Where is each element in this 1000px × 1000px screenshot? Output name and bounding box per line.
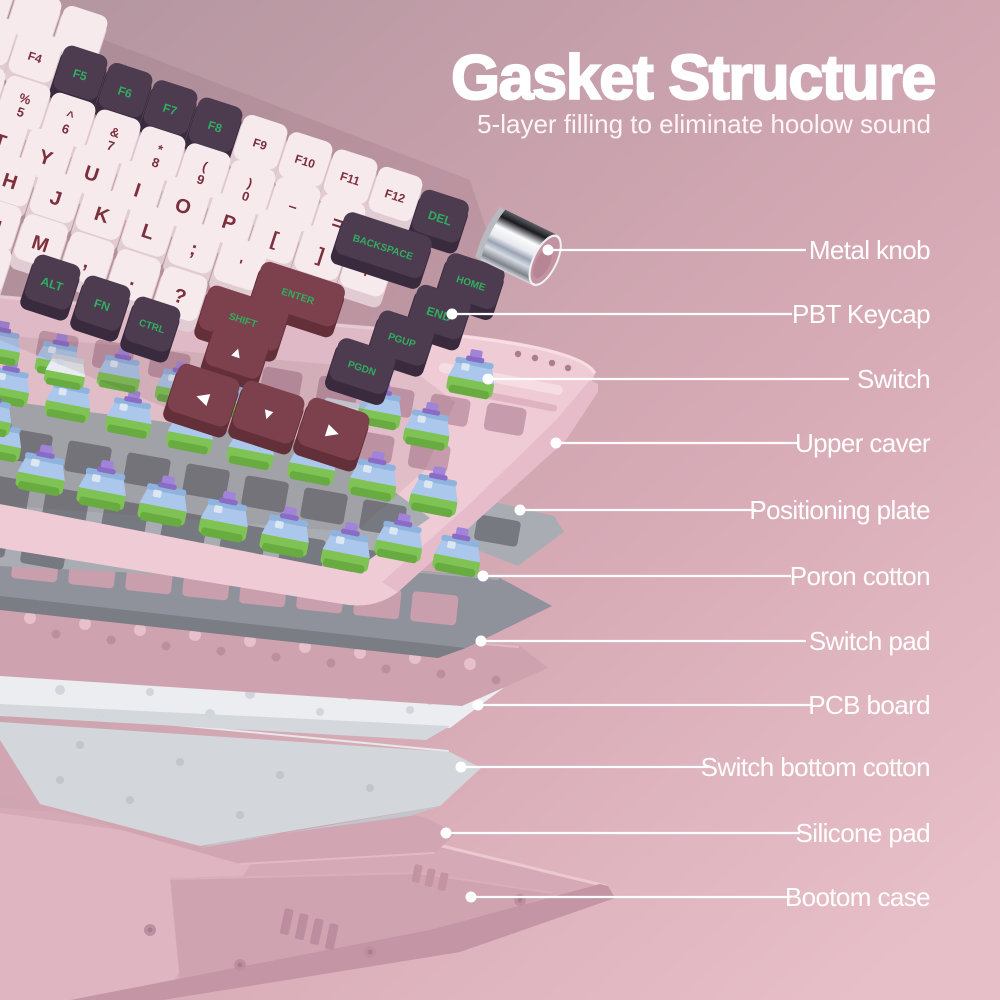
svg-text:H: H	[0, 169, 20, 194]
svg-text:F6: F6	[116, 83, 134, 101]
svg-text:0: 0	[240, 188, 252, 205]
svg-text:PBT Keycap: PBT Keycap	[792, 299, 930, 329]
svg-text:F4: F4	[26, 49, 44, 67]
svg-text:F8: F8	[206, 118, 224, 136]
svg-text:Poron cotton: Poron cotton	[790, 561, 930, 591]
svg-text:(: (	[201, 158, 210, 174]
svg-text:8: 8	[150, 154, 162, 171]
svg-text:5-layer filling to eliminate h: 5-layer filling to eliminate hoolow soun…	[477, 109, 931, 139]
svg-text:F11: F11	[338, 169, 362, 189]
svg-text:Switch: Switch	[857, 364, 930, 394]
svg-text:Metal knob: Metal knob	[809, 235, 930, 265]
svg-text:Gasket Structure: Gasket Structure	[451, 43, 935, 113]
svg-text:9: 9	[195, 171, 207, 188]
svg-text:*: *	[155, 141, 165, 157]
svg-text:): )	[246, 175, 255, 191]
svg-text:O: O	[172, 194, 194, 220]
svg-text:▼: ▼	[258, 404, 277, 425]
svg-text:Bootom case: Bootom case	[785, 882, 930, 912]
svg-text:F12: F12	[383, 186, 407, 206]
svg-text:F9: F9	[251, 135, 269, 153]
svg-text:Switch pad: Switch pad	[809, 626, 930, 656]
svg-text:F5: F5	[71, 66, 89, 84]
svg-text:PCB board: PCB board	[808, 690, 930, 720]
svg-text:ALT: ALT	[39, 274, 65, 294]
svg-text:U: U	[81, 162, 102, 187]
svg-text:Positioning plate: Positioning plate	[749, 495, 930, 525]
svg-text:M: M	[29, 231, 52, 257]
svg-text:FN: FN	[92, 296, 112, 314]
svg-text:F7: F7	[161, 101, 179, 119]
svg-text:Switch bottom cotton: Switch bottom cotton	[701, 752, 930, 782]
svg-text:◀: ◀	[194, 387, 212, 407]
svg-text:6: 6	[60, 121, 72, 138]
svg-text:P: P	[219, 211, 238, 236]
svg-text:&: &	[108, 124, 122, 141]
svg-text:7: 7	[105, 137, 117, 154]
svg-text:T: T	[0, 130, 9, 155]
svg-text:%: %	[17, 90, 33, 108]
svg-text:▲: ▲	[227, 342, 246, 363]
svg-text:F10: F10	[293, 152, 317, 172]
svg-text:5: 5	[15, 104, 27, 121]
svg-text:Upper caver: Upper caver	[795, 428, 931, 458]
svg-text:': '	[235, 257, 244, 274]
svg-text:Silicone pad: Silicone pad	[796, 818, 930, 848]
